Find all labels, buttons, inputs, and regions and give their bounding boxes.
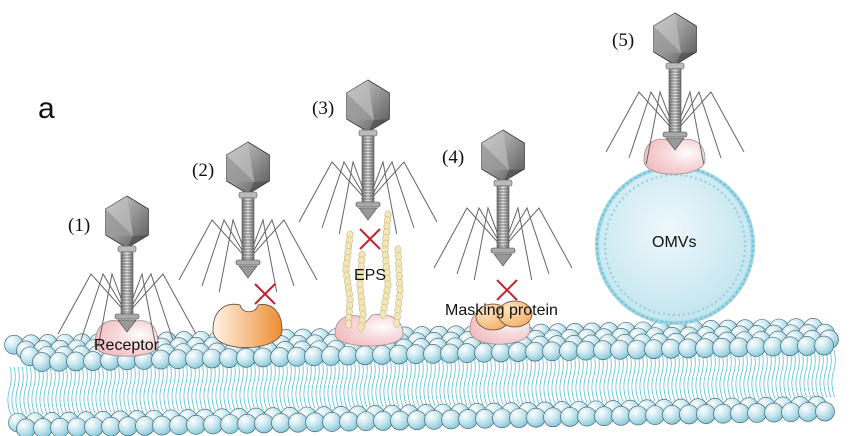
lipid-heads-bottom xyxy=(8,395,835,436)
tail-fiber xyxy=(80,272,128,341)
receptor-label: Receptor xyxy=(94,337,160,354)
eps-chain xyxy=(342,230,354,329)
mechanism-label-3: (3) xyxy=(312,98,334,119)
tail-fiber xyxy=(321,160,369,229)
mechanism-label-5: (5) xyxy=(612,30,634,51)
panel-label: a xyxy=(38,92,55,125)
tail-spike xyxy=(238,265,258,279)
lipid-tails xyxy=(7,349,836,415)
baseplate xyxy=(235,259,261,266)
eps-chain xyxy=(393,245,404,328)
tail-fiber xyxy=(367,160,415,229)
tail-fiber xyxy=(367,161,438,223)
tail-spike xyxy=(358,207,378,221)
receptor-4-masked xyxy=(469,300,533,345)
tail-spike xyxy=(117,319,137,333)
receptor-5-on-omv xyxy=(643,138,706,175)
bacteriophage-3 xyxy=(298,79,438,235)
tail-fiber xyxy=(201,218,249,287)
tail-fiber xyxy=(247,219,318,281)
tail-fiber xyxy=(502,207,573,269)
tail-fiber xyxy=(178,219,249,281)
tail-fiber xyxy=(628,90,676,159)
tail-sheath xyxy=(668,68,682,133)
tail-fiber xyxy=(247,218,295,287)
tail-fiber xyxy=(674,90,722,159)
altered-receptor-2 xyxy=(212,303,283,348)
bacteriophage-1 xyxy=(57,195,197,347)
eps-chains xyxy=(342,210,404,332)
omvs-label: OMVs xyxy=(652,234,696,251)
eps-label: EPS xyxy=(354,267,386,284)
bacteriophage-4 xyxy=(433,129,573,281)
tail-fiber xyxy=(456,206,504,275)
tail-fiber xyxy=(605,91,676,153)
tail-fiber xyxy=(298,161,369,223)
bacteriophage-5 xyxy=(605,12,745,165)
blocked-cross-icon-2 xyxy=(254,283,276,305)
receptor-3-under-eps xyxy=(334,313,404,347)
blocked-cross-icon-3 xyxy=(359,228,381,250)
tail-fiber xyxy=(57,273,128,335)
baseplate xyxy=(490,247,516,254)
receptor-1 xyxy=(94,320,159,357)
baseplate xyxy=(662,131,688,138)
eps-chain xyxy=(356,250,367,332)
tail-spike xyxy=(665,137,685,151)
blocked-cross-icon-4 xyxy=(496,279,518,301)
masking-protein-label: Masking protein xyxy=(445,302,558,319)
tail-fiber xyxy=(126,273,197,335)
baseplate xyxy=(114,313,140,320)
eps-chain xyxy=(379,210,392,319)
tail-spike xyxy=(493,253,513,267)
bacteriophage-2 xyxy=(178,141,318,293)
tail-fiber xyxy=(126,272,174,341)
mechanism-label-2: (2) xyxy=(192,160,214,181)
masking-protein-blob-2 xyxy=(497,300,533,328)
baseplate xyxy=(355,201,381,208)
mechanism-label-4: (4) xyxy=(442,147,464,168)
tail-fiber xyxy=(674,91,745,153)
tail-fiber xyxy=(433,207,504,269)
tail-fiber xyxy=(502,206,550,275)
mechanism-label-1: (1) xyxy=(68,215,90,236)
